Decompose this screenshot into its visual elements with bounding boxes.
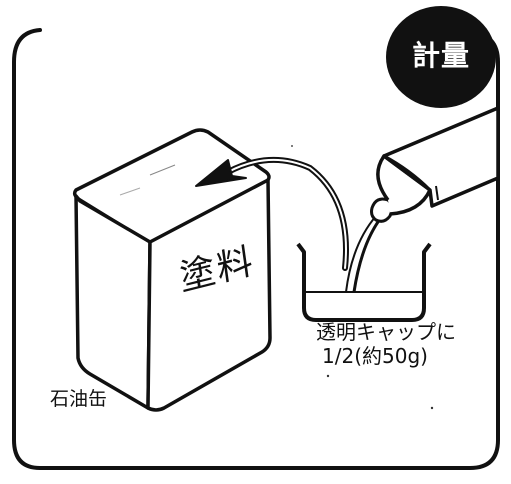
badge-label: 計量 xyxy=(411,39,470,72)
can-right-side xyxy=(146,178,272,412)
cup-caption: 透明キャップに 1/2(約50g) xyxy=(316,320,456,368)
tube-nozzle xyxy=(370,197,394,223)
tube-body xyxy=(382,106,500,208)
cup-caption-line2: 1/2(約50g) xyxy=(322,344,428,368)
measure-badge: 計量 xyxy=(386,6,496,108)
measuring-cup xyxy=(296,242,432,322)
can-name-label: 石油缶 xyxy=(50,388,108,410)
frame-border xyxy=(12,28,500,470)
arrow-head xyxy=(195,159,247,187)
cup-caption-line1: 透明キャップに xyxy=(316,320,456,344)
